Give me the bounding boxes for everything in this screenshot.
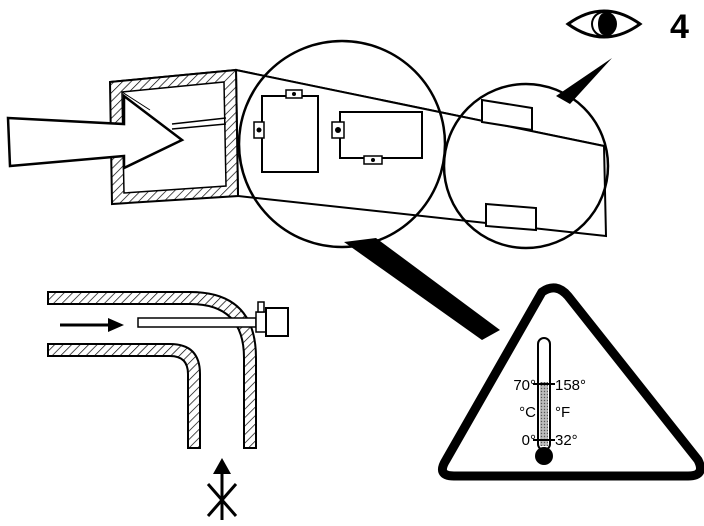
fahrenheit-min-label: 32°	[555, 432, 578, 449]
celsius-unit-label: °C	[519, 404, 536, 421]
fahrenheit-max-label: 158°	[555, 377, 586, 394]
crossed-arrow-icon	[206, 458, 238, 520]
warning-pointer	[344, 238, 500, 340]
celsius-max-label: 70°	[513, 377, 536, 394]
airflow-arrow-icon	[6, 93, 185, 170]
eye-icon	[565, 9, 643, 39]
fahrenheit-unit-label: °F	[555, 404, 570, 421]
magnifier-circle-controls	[237, 39, 447, 249]
magnifier-circle-brackets	[442, 82, 610, 250]
step-number: 4	[670, 8, 689, 46]
celsius-min-label: 0°	[522, 432, 536, 449]
eye-pointer	[556, 58, 612, 104]
bent-duct	[47, 291, 289, 449]
thermometer-icon	[533, 337, 555, 465]
warning-triangle-icon	[437, 283, 704, 481]
small-airflow-arrow	[60, 318, 124, 332]
